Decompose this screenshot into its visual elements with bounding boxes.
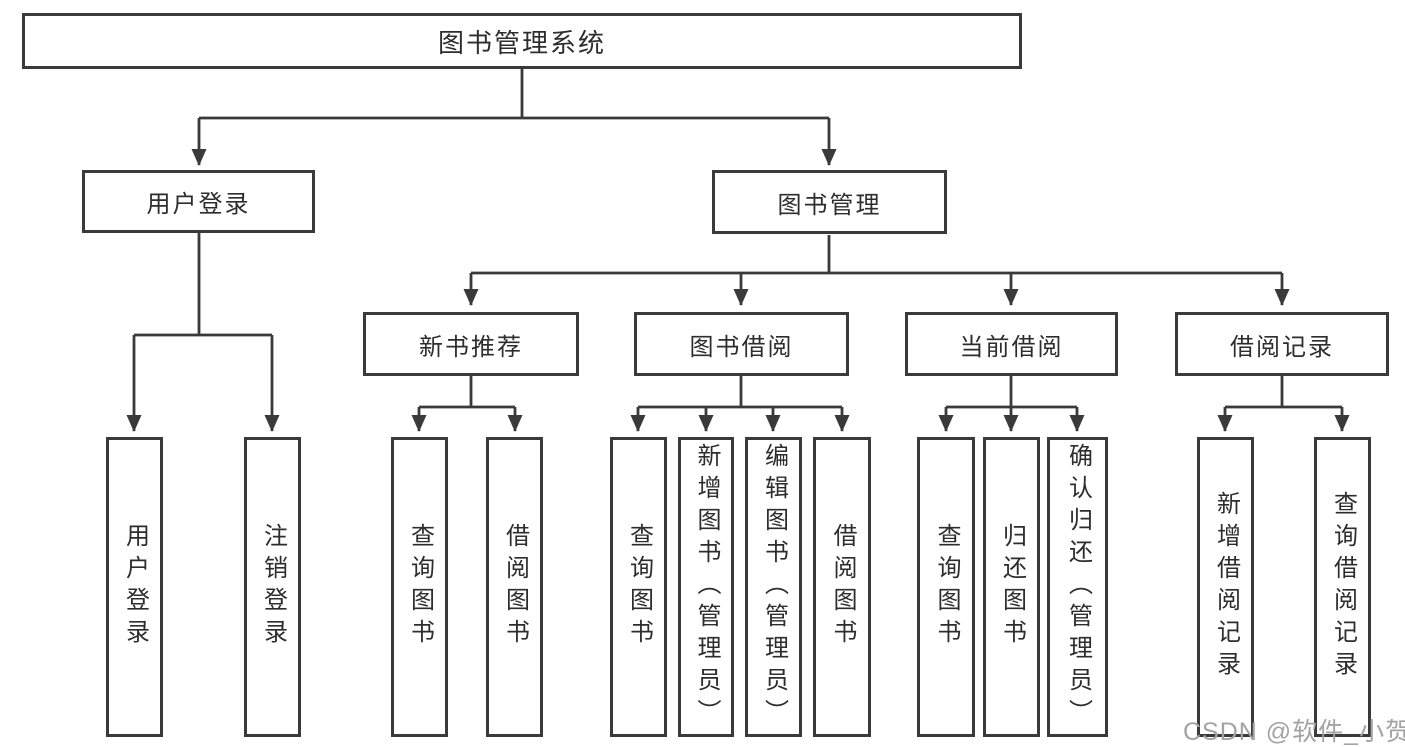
leaf-confirm-return-admin: 确认归还（管理员） xyxy=(1047,437,1108,737)
watermark: CSDN @软件_小贺同学 xyxy=(1183,718,1405,746)
leaf-add-book-admin: 新增图书（管理员） xyxy=(678,437,734,737)
leaf-borrow-book: 借阅图书 xyxy=(813,437,871,737)
node-borrow-record: 借阅记录 xyxy=(1175,312,1389,376)
leaf-label: 查询图书 xyxy=(625,523,653,651)
leaf-label: 查询图书 xyxy=(406,523,434,651)
leaf-label: 借阅图书 xyxy=(829,523,856,651)
leaf-label: 查询借阅记录 xyxy=(1329,491,1357,683)
node-system-root: 图书管理系统 xyxy=(22,13,1022,69)
leaf-label: 注销登录 xyxy=(259,523,287,651)
leaf-label: 编辑图书（管理员） xyxy=(760,443,788,731)
leaf-label: 新增图书（管理员） xyxy=(693,443,720,731)
leaf-query-book-recommend: 查询图书 xyxy=(391,437,448,737)
node-current-borrow: 当前借阅 xyxy=(905,312,1118,376)
leaf-logout: 注销登录 xyxy=(244,437,301,737)
node-user-login-branch: 用户登录 xyxy=(82,170,315,233)
leaf-user-login: 用户登录 xyxy=(106,437,163,737)
leaf-label: 新增借阅记录 xyxy=(1212,491,1240,683)
node-book-management-branch: 图书管理 xyxy=(712,170,947,234)
leaf-label: 归还图书 xyxy=(998,523,1026,651)
leaf-query-book-current: 查询图书 xyxy=(917,437,975,737)
leaf-label: 用户登录 xyxy=(121,523,149,651)
leaf-borrow-book-recommend: 借阅图书 xyxy=(486,437,543,737)
leaf-query-borrow-record: 查询借阅记录 xyxy=(1314,437,1371,737)
leaf-label: 确认归还（管理员） xyxy=(1064,443,1092,731)
node-new-book-recommend: 新书推荐 xyxy=(363,312,579,376)
leaf-return-book: 归还图书 xyxy=(983,437,1040,737)
node-book-borrow: 图书借阅 xyxy=(634,312,849,376)
leaf-label: 借阅图书 xyxy=(501,523,529,651)
leaf-add-borrow-record: 新增借阅记录 xyxy=(1197,437,1254,737)
leaf-label: 查询图书 xyxy=(933,523,960,651)
leaf-query-book-borrow: 查询图书 xyxy=(610,437,667,737)
leaf-edit-book-admin: 编辑图书（管理员） xyxy=(745,437,802,737)
